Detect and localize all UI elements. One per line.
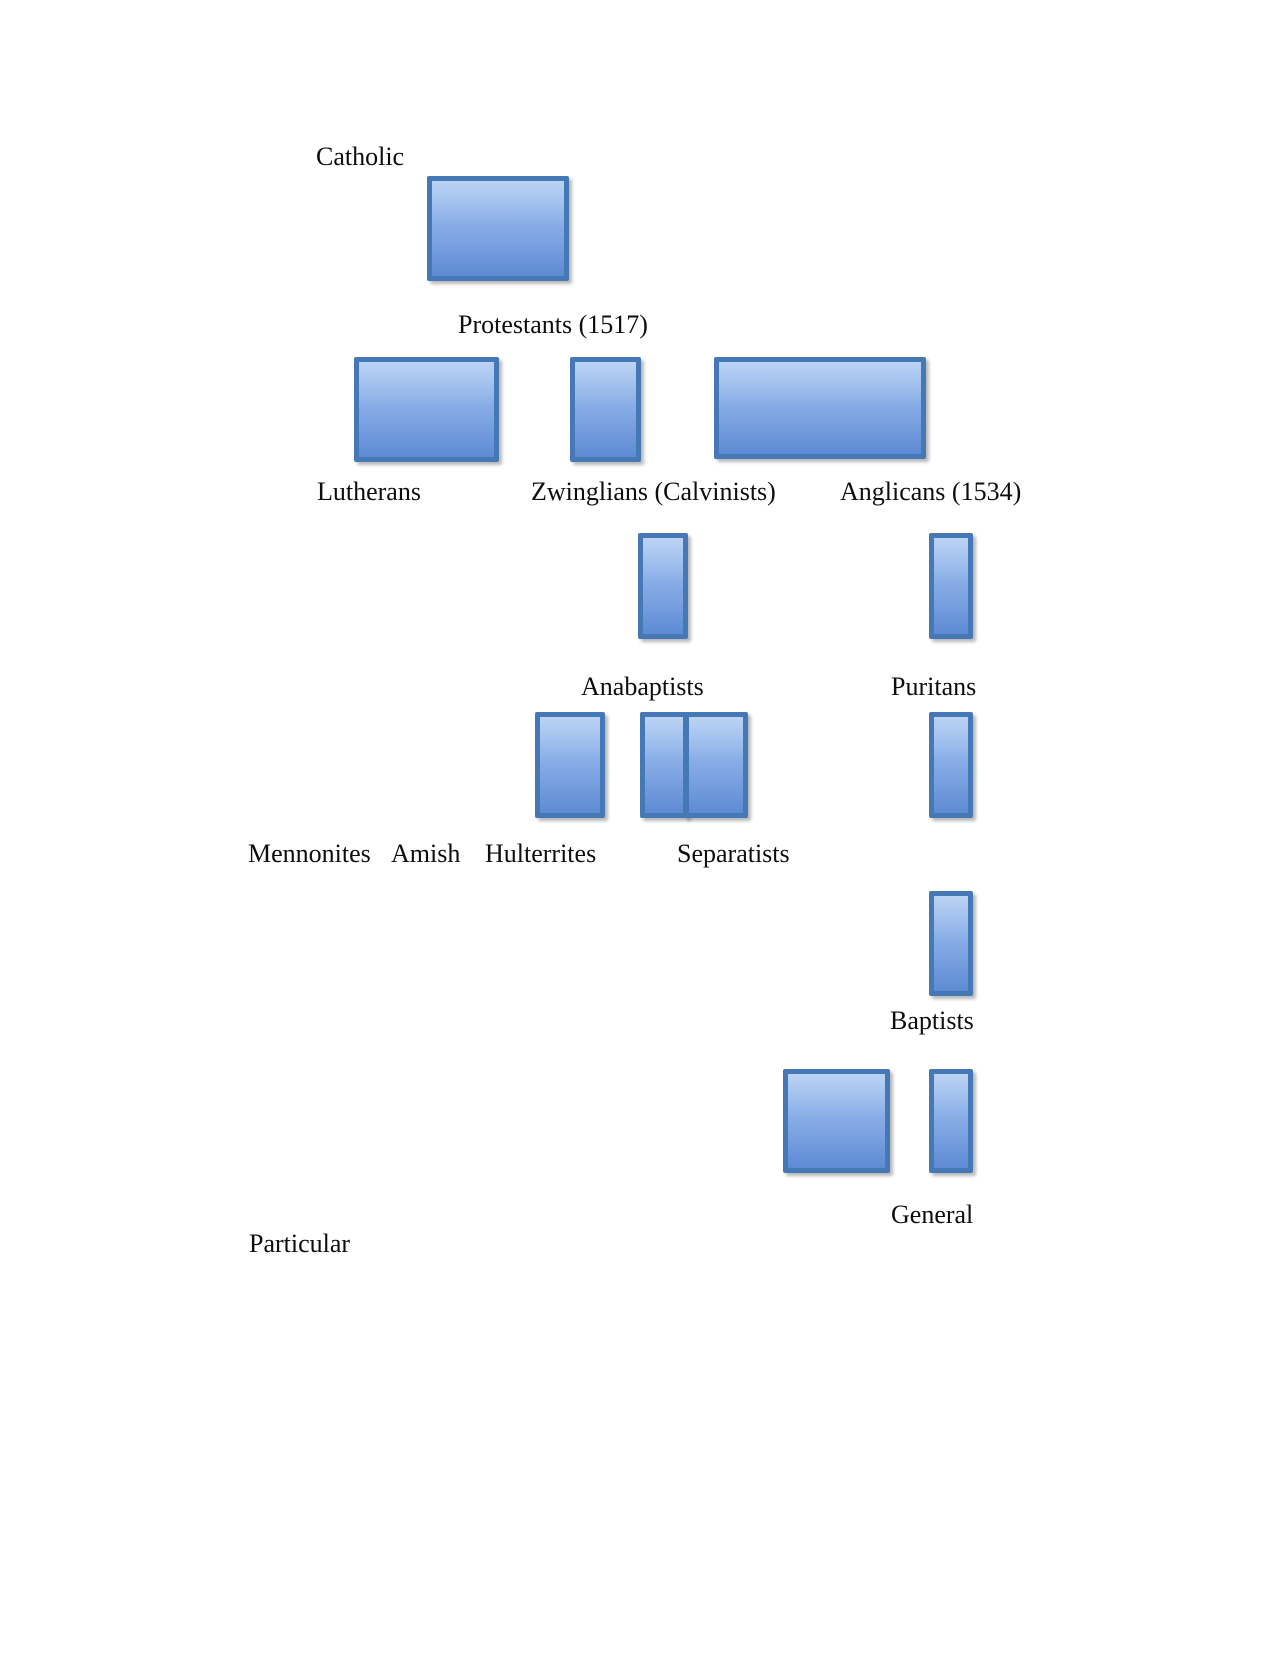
- box-lutherans[interactable]: [354, 357, 499, 462]
- label-separatists: Separatists: [677, 839, 790, 868]
- box-hulterrites[interactable]: [535, 712, 605, 818]
- box-puritans[interactable]: [929, 533, 973, 639]
- box-anglicans[interactable]: [714, 357, 926, 459]
- label-general: General: [891, 1200, 974, 1229]
- label-mennonites: Mennonites: [248, 839, 371, 868]
- label-baptists: Baptists: [890, 1006, 974, 1035]
- box-separatists-left[interactable]: [640, 712, 688, 818]
- box-separatists-right[interactable]: [684, 712, 748, 818]
- label-particular: Particular: [249, 1229, 351, 1258]
- label-catholic: Catholic: [316, 142, 405, 171]
- box-zwinglians[interactable]: [570, 357, 641, 462]
- label-anglicans: Anglicans (1534): [840, 477, 1022, 506]
- label-lutherans: Lutherans: [317, 477, 421, 506]
- box-general[interactable]: [929, 1069, 973, 1173]
- box-puritans-child[interactable]: [929, 712, 973, 818]
- box-particular[interactable]: [783, 1069, 890, 1173]
- box-anabaptists[interactable]: [638, 533, 688, 639]
- box-baptists[interactable]: [929, 891, 973, 996]
- label-protestants: Protestants (1517): [458, 310, 648, 339]
- label-zwinglians: Zwinglians (Calvinists): [531, 477, 776, 506]
- box-catholic[interactable]: [427, 176, 569, 281]
- label-puritans: Puritans: [891, 672, 977, 701]
- label-hulterrites: Hulterrites: [485, 839, 597, 868]
- label-anabaptists: Anabaptists: [581, 672, 704, 701]
- label-amish: Amish: [391, 839, 461, 868]
